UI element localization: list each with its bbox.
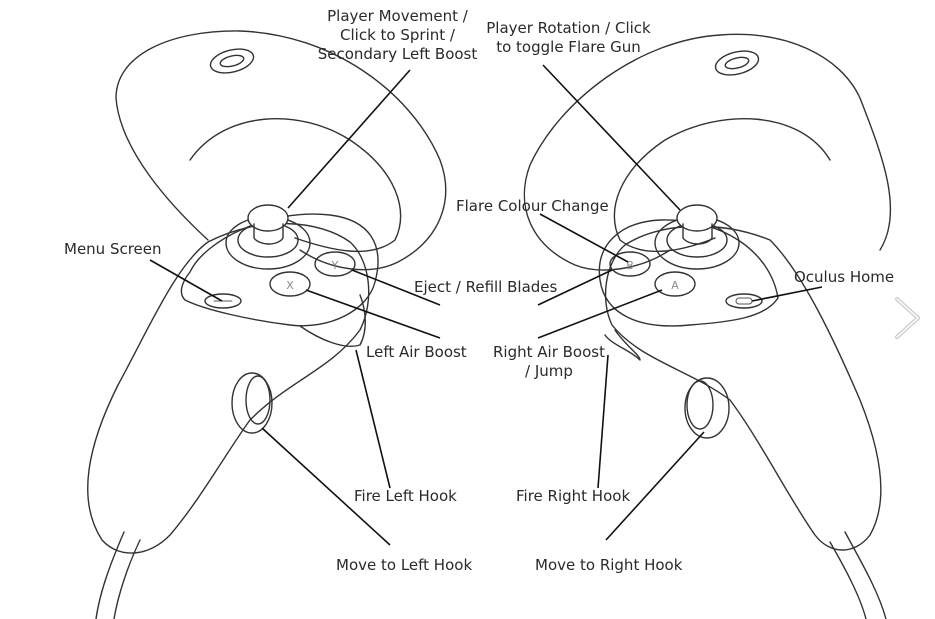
leader-eject-left [351, 269, 441, 306]
right-oculus-button [725, 293, 763, 309]
label-move-to-right-hook: Move to Right Hook [535, 556, 683, 574]
left-grip-body [87, 222, 370, 554]
chevron-right-icon [895, 297, 920, 339]
leader-lines [149, 64, 823, 546]
right-ring-sensor [714, 50, 760, 76]
label-player-movement: Player Movement / Click to Sprint / Seco… [315, 7, 480, 64]
leader-oculus-home [751, 286, 823, 302]
label-menu-screen: Menu Screen [64, 240, 162, 258]
button-label-a: A [671, 279, 679, 292]
left-y-button [314, 251, 356, 277]
left-menu-button [204, 293, 242, 309]
left-ring-sensor [209, 48, 255, 74]
right-controller [523, 33, 892, 619]
leader-player-rotation [542, 64, 681, 211]
leader-menu-screen [149, 259, 223, 302]
button-label-b: B [626, 259, 634, 272]
leader-fire-right-hook [597, 354, 609, 489]
left-tracking-ring-inner [189, 117, 402, 253]
label-oculus-home: Oculus Home [794, 268, 895, 286]
leader-move-left-hook [261, 427, 391, 546]
left-x-button [269, 271, 311, 297]
leader-player-movement [287, 69, 411, 209]
label-flare-colour-change: Flare Colour Change [456, 197, 609, 215]
right-grip-button [684, 377, 730, 439]
label-eject-refill-blades: Eject / Refill Blades [414, 278, 558, 296]
label-player-movement-line2: Click to Sprint / [340, 26, 455, 44]
left-grip-button [231, 372, 273, 434]
label-fire-right-hook: Fire Right Hook [516, 487, 631, 505]
right-a-button [654, 271, 696, 297]
leader-fire-left-hook [355, 349, 391, 489]
label-player-rotation-line1: Player Rotation / Click [486, 19, 651, 37]
right-trigger [604, 329, 641, 361]
leader-move-right-hook [605, 431, 705, 541]
right-b-button [609, 251, 651, 277]
leader-left-air-boost [305, 289, 441, 339]
left-tracking-ring [115, 30, 447, 271]
left-face-plate [180, 213, 379, 327]
label-player-movement-line3: Secondary Left Boost [317, 45, 478, 63]
button-label-x: X [286, 279, 294, 292]
next-slide-button[interactable] [890, 295, 924, 341]
right-tracking-ring [523, 33, 892, 271]
left-controller [87, 30, 447, 619]
right-thumbstick [676, 204, 718, 232]
button-label-y: Y [331, 259, 339, 272]
label-player-movement-line1: Player Movement / [327, 7, 468, 25]
right-grip-body [604, 225, 882, 551]
label-player-rotation-line2: to toggle Flare Gun [496, 38, 641, 56]
label-right-air-boost: Right Air Boost / Jump [491, 343, 607, 381]
label-right-air-boost-line1: Right Air Boost [493, 343, 605, 361]
left-thumbstick [247, 204, 289, 232]
label-left-air-boost: Left Air Boost [366, 343, 467, 361]
leader-right-air-boost [537, 289, 663, 339]
left-cable [95, 531, 125, 619]
leader-eject-right [537, 269, 613, 306]
right-cable [844, 531, 887, 619]
label-move-to-left-hook: Move to Left Hook [336, 556, 473, 574]
label-fire-left-hook: Fire Left Hook [354, 487, 457, 505]
leader-flare-colour [539, 213, 629, 263]
label-player-rotation: Player Rotation / Click to toggle Flare … [481, 19, 656, 57]
right-face-plate [598, 219, 779, 327]
right-tracking-ring-inner [613, 118, 831, 253]
label-right-air-boost-line2: / Jump [525, 362, 573, 380]
